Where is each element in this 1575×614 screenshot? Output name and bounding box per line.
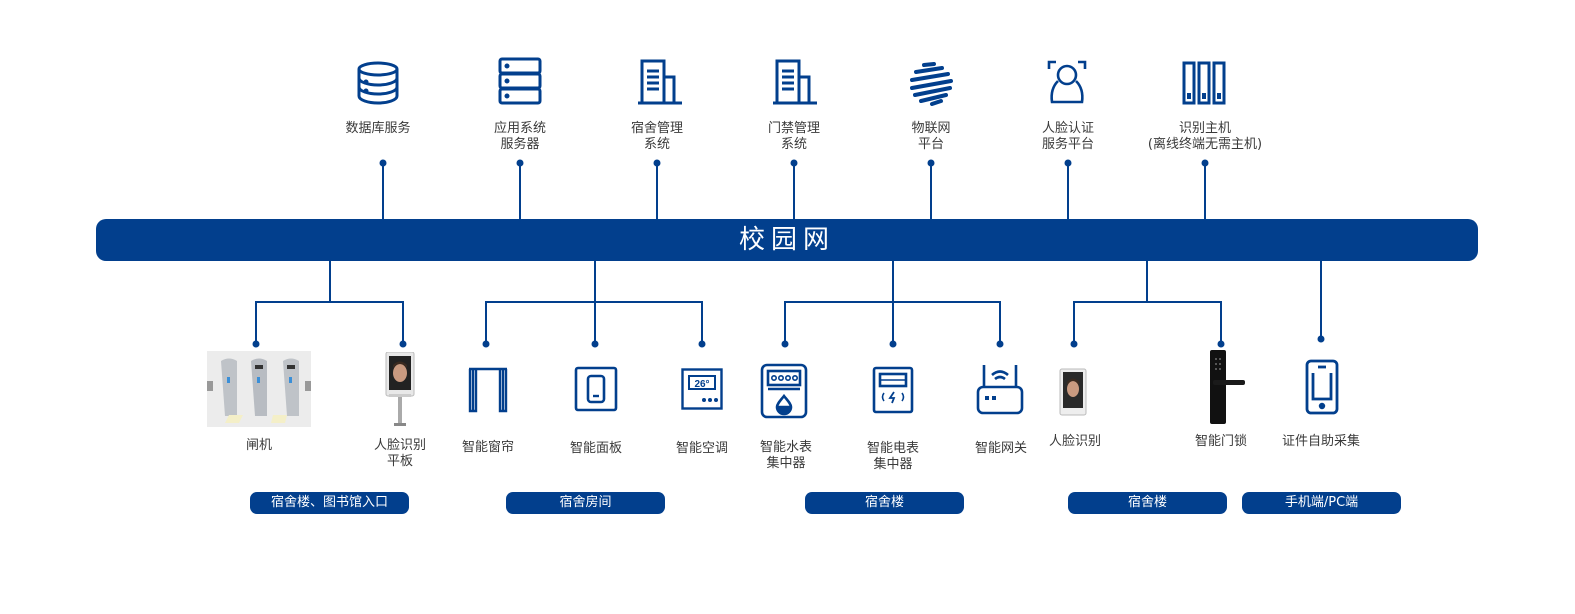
device-label-turnstile: 闸机 [245,438,273,453]
network-title: 校园网 [738,225,835,255]
server-label-access-control: 门禁管理 系统 [767,121,821,152]
face-recognition-tablet-image [385,351,415,432]
turnstile-gate-image [207,351,311,431]
connector-dot [1317,335,1325,343]
face-scan-icon [1046,59,1088,109]
connector-dot [1201,159,1209,167]
server-label-face-auth: 人脸认证 服务平台 [1041,121,1095,152]
building-icon [636,58,684,110]
connector-dot [379,159,387,167]
curtain-icon [467,366,509,418]
device-label-water-meter: 智能水表 集中器 [759,440,813,471]
zone-badge-mobile-pc: 手机端/PC端 [1242,492,1401,514]
wifi-router-icon [976,363,1024,419]
connector-dot [996,340,1004,348]
connector-dot [653,159,661,167]
device-label-door-lock: 智能门锁 [1194,434,1248,449]
connector-dot [482,340,490,348]
face-recognition-terminal-image [1059,368,1087,420]
device-label-air-conditioner: 智能空调 [675,441,729,456]
zone-badge-dorm-building-2: 宿舍楼 [1068,492,1227,514]
connector-dot [1070,340,1078,348]
device-label-curtain: 智能窗帘 [461,440,515,455]
zone-badge-dorm-building: 宿舍楼 [805,492,964,514]
server-label-dorm-management: 宿舍管理 系统 [630,121,684,152]
building-icon [771,58,819,110]
device-label-electric-meter: 智能电表 集中器 [866,441,920,472]
water-meter-icon [760,363,808,423]
iot-globe-icon [908,60,954,110]
server-rack-icon [498,57,542,111]
server-label-recognition-host: 识别主机 (离线终端无需主机) [1147,121,1263,152]
mobile-phone-icon [1305,359,1339,419]
connector-dot [252,340,260,348]
connector-dot [399,340,407,348]
database-icon [355,60,401,110]
device-label-face-tablet: 人脸识别 平板 [373,438,427,469]
thermostat-icon: 26° [681,368,723,414]
device-label-gateway: 智能网关 [974,441,1028,456]
zone-badge-dorm-room: 宿舍房间 [506,492,665,514]
connector-dot [889,340,897,348]
smart-door-lock-image [1205,350,1245,428]
connector-dot [591,340,599,348]
device-label-panel: 智能面板 [569,441,623,456]
electric-meter-icon [872,366,914,418]
server-label-database: 数据库服务 [345,121,411,136]
device-label-id-collection: 证件自助采集 [1281,434,1361,449]
thermostat-display: 26° [694,379,709,390]
connector-dot [698,340,706,348]
connector-dot [927,159,935,167]
host-binders-icon [1182,61,1226,109]
connector-dot [790,159,798,167]
connector-dot [781,340,789,348]
zone-badge-entrance: 宿舍楼、图书馆入口 [250,492,409,514]
device-label-face-recognition: 人脸识别 [1048,434,1102,449]
connector-dot [516,159,524,167]
campus-network-bus: 校园网 [96,219,1478,261]
connector-dot [1217,340,1225,348]
server-label-iot-platform: 物联网 平台 [911,121,951,152]
connector-dot [1064,159,1072,167]
server-label-app-server: 应用系统 服务器 [493,121,547,152]
switch-panel-icon [574,366,618,416]
